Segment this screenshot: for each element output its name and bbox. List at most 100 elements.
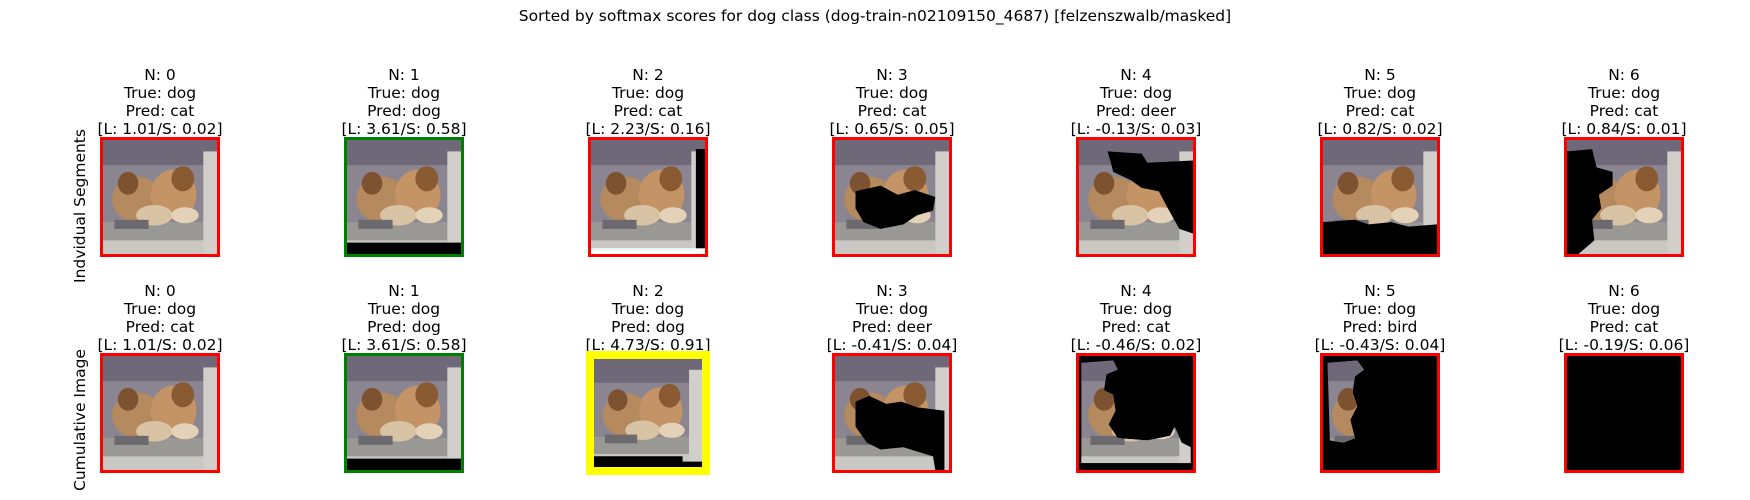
cell-title-pred: Pred: bird [1342, 318, 1418, 336]
cell-title-true-label: True: dog [123, 84, 197, 102]
thumbnail-wrong [100, 353, 220, 473]
thumbnail-wrong [1564, 353, 1684, 473]
cell-title-scores: [L: -0.43/S: 0.04] [1314, 336, 1446, 354]
thumbnail-correct [344, 353, 464, 473]
cell-title-n: N: 0 [144, 66, 176, 84]
cell-title-scores: [L: -0.41/S: 0.04] [826, 336, 958, 354]
row-label: Indvidual Segments [71, 129, 89, 283]
cell-title-true-label: True: dog [611, 84, 685, 102]
thumbnail-wrong [832, 353, 952, 473]
cell-title-scores: [L: 0.82/S: 0.02] [1317, 120, 1443, 138]
thumbnail-image [103, 140, 217, 254]
cell-title-n: N: 4 [1120, 66, 1152, 84]
cell-title-scores: [L: 3.61/S: 0.58] [341, 336, 467, 354]
thumbnail-wrong [588, 137, 708, 257]
cell-title-n: N: 1 [388, 66, 420, 84]
cell-title-pred: Pred: deer [852, 318, 932, 336]
thumbnail-image [1567, 356, 1681, 470]
thumbnail-wrong [1320, 137, 1440, 257]
thumbnail-wrong [1076, 353, 1196, 473]
cell-title-pred: Pred: cat [1589, 102, 1659, 120]
cell-title-true-label: True: dog [1587, 84, 1661, 102]
cell-title-scores: [L: 1.01/S: 0.02] [97, 120, 223, 138]
cell-title-scores: [L: -0.19/S: 0.06] [1558, 336, 1690, 354]
thumbnail-wrong [1076, 137, 1196, 257]
cell-title-true-label: True: dog [1343, 84, 1417, 102]
thumbnail-image [103, 356, 217, 470]
cell-title-true-label: True: dog [367, 300, 441, 318]
cell-title-true-label: True: dog [1587, 300, 1661, 318]
cell-title-true-label: True: dog [1343, 300, 1417, 318]
thumbnail-image [591, 140, 705, 254]
cell-title-pred: Pred: dog [367, 318, 441, 336]
cell-title-pred: Pred: cat [613, 102, 683, 120]
cell-title-scores: [L: 1.01/S: 0.02] [97, 336, 223, 354]
cell-title-true-label: True: dog [1099, 84, 1173, 102]
cell-title-pred: Pred: cat [1589, 318, 1659, 336]
thumbnail-image [835, 356, 949, 470]
thumbnail-wrong [832, 137, 952, 257]
cell-title-scores: [L: 0.65/S: 0.05] [829, 120, 955, 138]
cell-title-pred: Pred: dog [367, 102, 441, 120]
thumbnail-wrong [1564, 137, 1684, 257]
cell-title-scores: [L: 0.84/S: 0.01] [1561, 120, 1687, 138]
thumbnail-image [594, 359, 702, 467]
cell-title-n: N: 2 [632, 66, 664, 84]
cell-title-pred: Pred: cat [125, 102, 195, 120]
thumbnail-image [1567, 140, 1681, 254]
cell-title-n: N: 3 [876, 66, 908, 84]
thumbnail-wrong [1320, 353, 1440, 473]
cell-title-n: N: 6 [1608, 66, 1640, 84]
cell-title-true-label: True: dog [611, 300, 685, 318]
cell-title-true-label: True: dog [855, 300, 929, 318]
cell-title-n: N: 3 [876, 282, 908, 300]
cell-title-n: N: 2 [632, 282, 664, 300]
cell-title-n: N: 6 [1608, 282, 1640, 300]
cell-title-pred: Pred: cat [125, 318, 195, 336]
thumbnail-correct [344, 137, 464, 257]
cell-title-true-label: True: dog [123, 300, 197, 318]
cell-title-pred: Pred: cat [1101, 318, 1171, 336]
thumbnail-image [347, 356, 461, 470]
thumbnail-image [1323, 140, 1437, 254]
thumbnail-image [347, 140, 461, 254]
cell-title-scores: [L: -0.46/S: 0.02] [1070, 336, 1202, 354]
thumbnail-image [835, 140, 949, 254]
thumbnail-image [1079, 356, 1193, 470]
cell-title-pred: Pred: cat [1345, 102, 1415, 120]
cell-title-n: N: 4 [1120, 282, 1152, 300]
thumbnail-image [1323, 356, 1437, 470]
row-label: Cumulative Image [71, 349, 89, 491]
cell-title-true-label: True: dog [1099, 300, 1173, 318]
cell-title-pred: Pred: dog [611, 318, 685, 336]
cell-title-scores: [L: 2.23/S: 0.16] [585, 120, 711, 138]
cell-title-n: N: 5 [1364, 282, 1396, 300]
figure-title: Sorted by softmax scores for dog class (… [518, 7, 1232, 25]
cell-title-pred: Pred: deer [1096, 102, 1176, 120]
cell-title-n: N: 1 [388, 282, 420, 300]
cell-title-n: N: 5 [1364, 66, 1396, 84]
cell-title-scores: [L: 3.61/S: 0.58] [341, 120, 467, 138]
thumbnail-image [1079, 140, 1193, 254]
thumbnail-best [586, 351, 710, 475]
cell-title-true-label: True: dog [367, 84, 441, 102]
cell-title-true-label: True: dog [855, 84, 929, 102]
cell-title-scores: [L: -0.13/S: 0.03] [1070, 120, 1202, 138]
thumbnail-wrong [100, 137, 220, 257]
cell-title-scores: [L: 4.73/S: 0.91] [585, 336, 711, 354]
cell-title-n: N: 0 [144, 282, 176, 300]
